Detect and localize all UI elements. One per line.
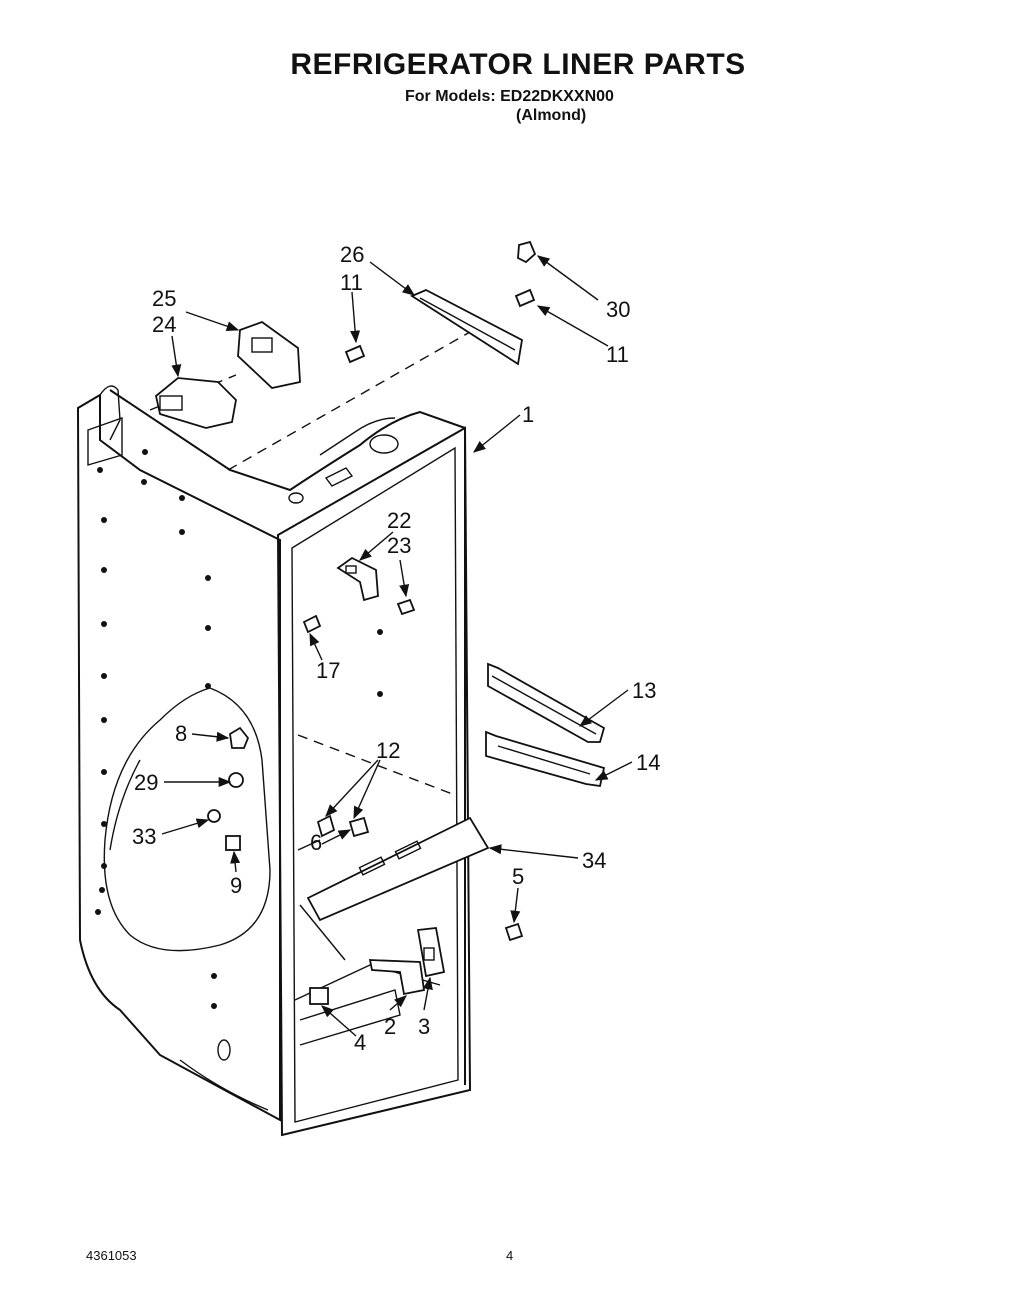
part-17-screw <box>302 614 322 634</box>
callout-24: 24 <box>152 312 176 337</box>
callout-23: 23 <box>387 533 411 558</box>
callout-8: 8 <box>175 721 187 746</box>
part-26-rail <box>410 289 523 366</box>
page-number: 4 <box>506 1248 514 1263</box>
part-2-bracket <box>368 959 426 996</box>
callout-14: 14 <box>636 750 660 775</box>
callout-11-right: 11 <box>606 342 629 367</box>
part-8-button <box>229 726 250 749</box>
callout-34: 34 <box>582 848 606 873</box>
part-24-control-housing <box>155 377 237 429</box>
diagram-title: REFRIGERATOR LINER PARTS <box>290 48 746 81</box>
part-29-socket <box>228 772 244 788</box>
part-22-bracket <box>336 556 379 602</box>
callout-1: 1 <box>522 402 534 427</box>
callout-13: 13 <box>632 678 656 703</box>
part-30-clip <box>517 240 537 264</box>
callout-2: 2 <box>384 1014 396 1039</box>
callout-6: 6 <box>310 830 322 855</box>
part-34-cover <box>306 816 490 922</box>
callout-9: 9 <box>230 873 242 898</box>
callout-4: 4 <box>354 1030 366 1055</box>
callout-17: 17 <box>316 658 340 683</box>
callout-25: 25 <box>152 286 176 311</box>
callout-5: 5 <box>512 864 524 889</box>
part-6-button <box>348 816 370 838</box>
part-33-bulb <box>207 809 221 823</box>
callout-29: 29 <box>134 770 158 795</box>
part-12-button <box>316 814 336 838</box>
part-23-screw <box>396 598 416 616</box>
leader-lines <box>161 255 633 1037</box>
part-25-bracket <box>237 320 301 389</box>
part-3-housing <box>416 927 446 978</box>
callout-3: 3 <box>418 1014 430 1039</box>
callout-26: 26 <box>340 242 364 267</box>
callout-33: 33 <box>132 824 156 849</box>
models-line: For Models: ED22DKXXN00 <box>405 88 614 105</box>
part-9-switch <box>225 835 241 851</box>
callout-12: 12 <box>376 738 400 763</box>
part-5-screw <box>504 922 524 942</box>
model-variant: (Almond) <box>516 107 587 124</box>
part-13-bracket <box>487 662 606 743</box>
callout-22: 22 <box>387 508 411 533</box>
part-4-clip <box>309 987 329 1005</box>
part-11-screw-top <box>514 288 536 308</box>
callout-11-top-left: 11 <box>340 270 363 295</box>
liner-body <box>76 331 472 1137</box>
callout-30: 30 <box>606 297 630 322</box>
document-number: 4361053 <box>86 1248 137 1263</box>
part-14-bracket <box>485 730 606 788</box>
part-11-screw-left <box>344 344 366 364</box>
